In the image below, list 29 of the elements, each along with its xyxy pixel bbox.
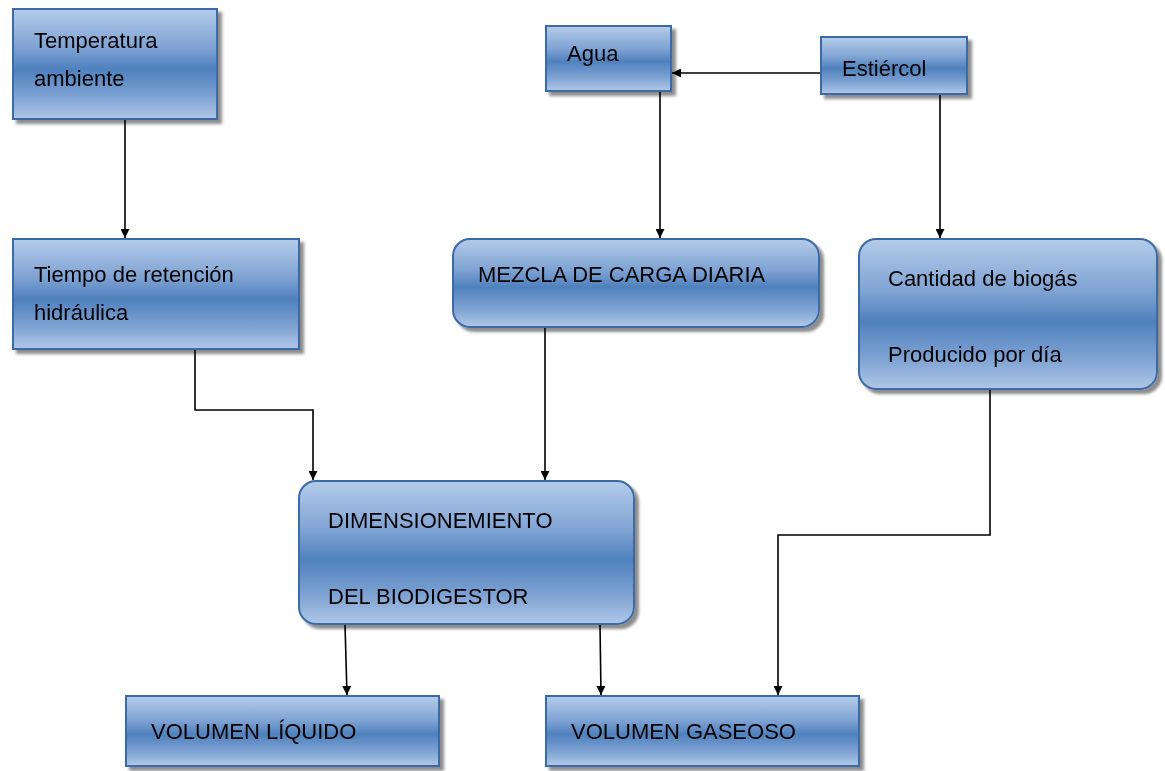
process-box [545,695,860,767]
arrow [194,349,318,481]
rounded-process-box [452,238,820,328]
node-label: MEZCLA DE CARGA DIARIA [478,261,767,289]
arrow [655,91,665,239]
arrow [540,327,550,481]
arrow [596,624,606,696]
arrow [935,94,945,239]
arrow [342,624,352,696]
process-box [125,695,440,767]
node-label: Temperatura ambiente [34,27,159,93]
node-label: VOLUMEN LÍQUIDO [151,718,358,746]
node-label: Tiempo de retención hidráulica [34,261,235,327]
node-label: Agua [567,40,620,68]
node-label: VOLUMEN GASEOSO [571,718,797,746]
node-label: Estiércol [842,55,928,83]
process-box [545,25,672,92]
arrow [671,68,821,78]
process-box [820,36,968,95]
node-label: DIMENSIONEMIENTO [328,507,554,535]
process-box [12,8,218,120]
rounded-process-box [298,480,635,625]
node-label: DEL BIODIGESTOR [328,583,530,611]
process-box [12,238,300,350]
rounded-process-box [858,238,1158,390]
node-label: Producido por día [888,341,1063,369]
node-label: Cantidad de biogás [888,265,1079,293]
arrow [120,119,130,239]
arrow [773,389,991,696]
